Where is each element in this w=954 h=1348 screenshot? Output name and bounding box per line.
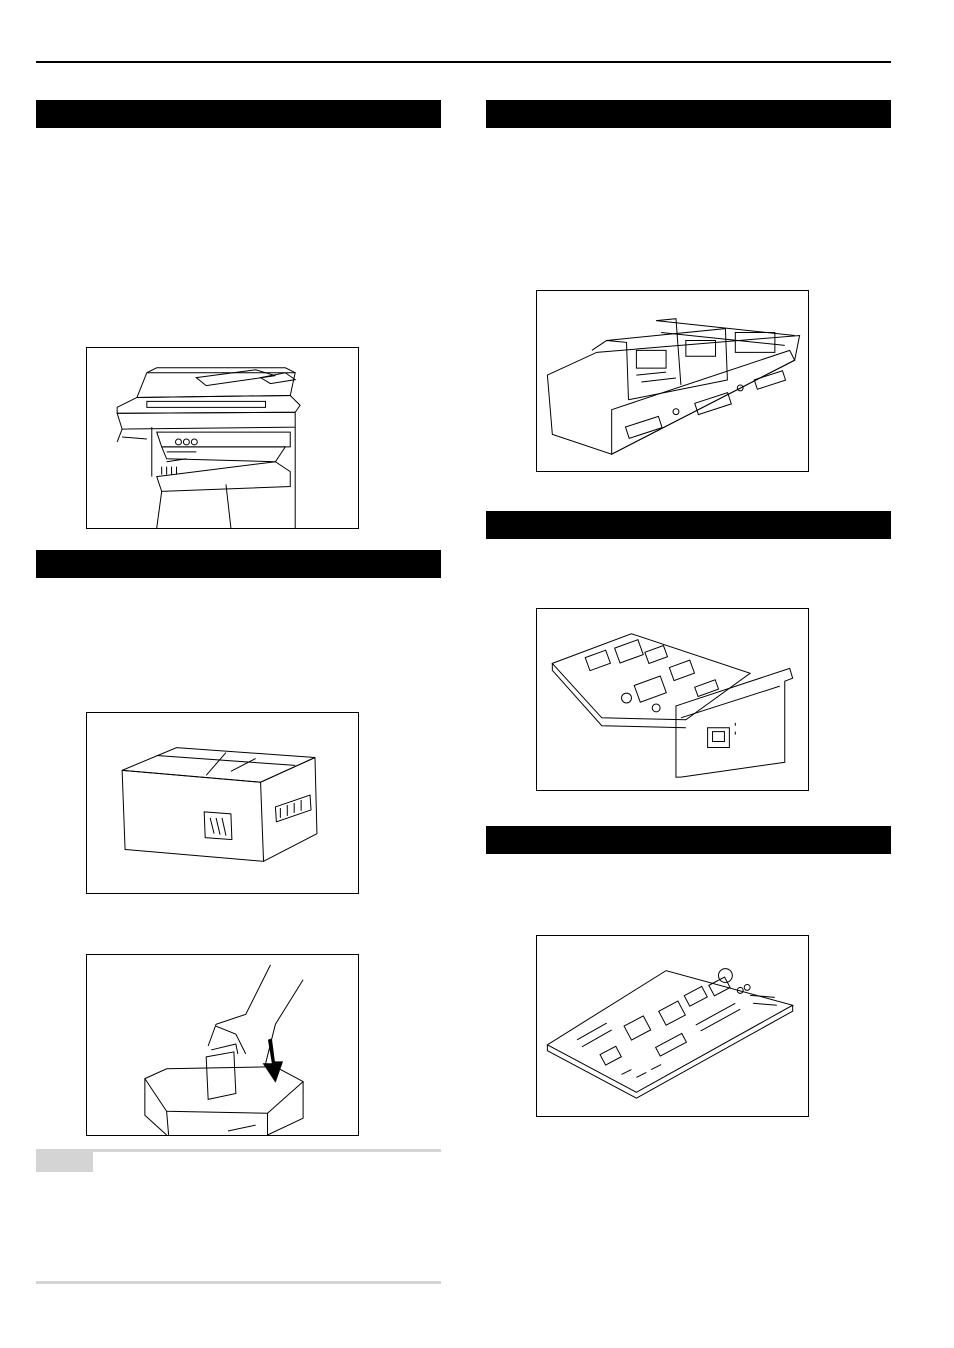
figure-copier xyxy=(86,347,359,529)
section-bar-left-2 xyxy=(36,550,441,578)
note-tab xyxy=(36,1152,93,1172)
figure-controller-tray xyxy=(536,290,809,472)
figure-network-card xyxy=(536,608,809,791)
section-bar-right-1 xyxy=(486,100,891,128)
top-rule xyxy=(36,61,891,63)
figure-circuit-board xyxy=(536,935,809,1117)
section-bar-left-1 xyxy=(36,100,441,128)
figure-box xyxy=(86,712,359,894)
figure-insert xyxy=(86,954,359,1136)
section-bar-right-3 xyxy=(486,826,891,854)
section-bar-right-2 xyxy=(486,511,891,539)
note-rule-top xyxy=(36,1149,441,1152)
note-rule-bottom xyxy=(36,1281,441,1284)
